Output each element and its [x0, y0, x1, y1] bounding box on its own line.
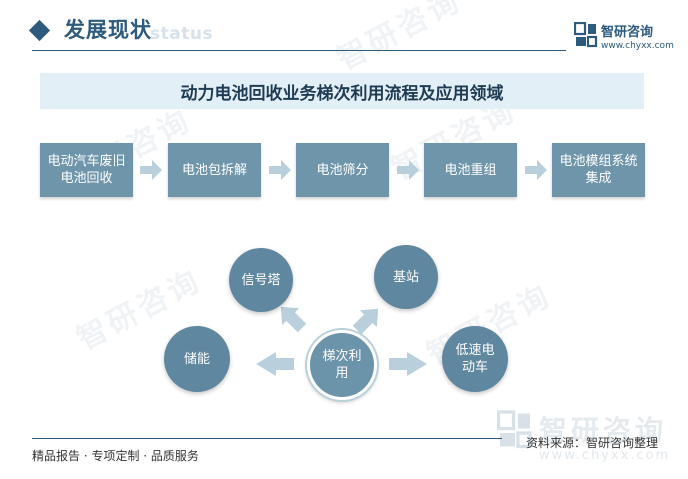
- header-divider: [32, 50, 566, 51]
- brand-url: www.chyxx.com: [601, 41, 674, 51]
- diagram-title: 动力电池回收业务梯次利用流程及应用领域: [180, 83, 504, 104]
- arrow-to-low-speed-ev-icon: [389, 352, 427, 376]
- process-step-integration: 电池模组系统集成: [552, 143, 645, 197]
- application-low-speed-ev: 低速电动车: [442, 326, 508, 392]
- process-step-recycle: 电动汽车废旧电池回收: [40, 143, 133, 197]
- application-energy-storage: 储能: [164, 326, 230, 392]
- footer-slogan: 精品报告 · 专项定制 · 品质服务: [32, 449, 199, 463]
- application-base-station: 基站: [374, 245, 438, 309]
- process-step-reassemble: 电池重组: [424, 143, 517, 197]
- footer-watermark-url: www.chyxx.com: [539, 448, 671, 463]
- application-label: 基站: [392, 269, 419, 285]
- process-step-disassemble: 电池包拆解: [168, 143, 261, 197]
- center-label: 梯次利用: [322, 349, 362, 381]
- flow-arrow-icon: [397, 160, 419, 180]
- process-step-label: 电动汽车废旧电池回收: [47, 154, 126, 186]
- application-label: 信号塔: [241, 272, 281, 288]
- arrow-to-base-station-icon: [352, 308, 379, 335]
- footer-watermark-text: 智研咨询: [539, 414, 668, 447]
- process-step-label: 电池筛分: [316, 162, 369, 178]
- flow-arrow-icon: [269, 160, 291, 180]
- flow-arrow-icon: [140, 160, 162, 180]
- diagram-title-banner: 动力电池回收业务梯次利用流程及应用领域: [40, 73, 644, 109]
- application-label: 储能: [183, 351, 210, 367]
- section-title-en: status: [150, 24, 214, 44]
- process-step-label: 电池重组: [444, 162, 497, 178]
- flow-arrow-icon: [525, 160, 547, 180]
- footer-watermark-logo-icon: [497, 410, 532, 449]
- section-title: 发展现状: [64, 18, 152, 42]
- brand-name: 智研咨询: [601, 25, 654, 40]
- arrow-to-storage-icon: [256, 352, 294, 376]
- footer-source: 资料来源：智研咨询整理: [526, 436, 659, 450]
- center-cascade-utilization: 梯次利用: [307, 330, 377, 400]
- process-step-screen: 电池筛分: [296, 143, 389, 197]
- application-label: 低速电动车: [455, 343, 495, 375]
- process-step-label: 电池包拆解: [181, 162, 247, 178]
- footer-divider: [32, 438, 502, 439]
- application-signal-tower: 信号塔: [229, 248, 293, 312]
- arrow-to-signal-tower-icon: [280, 306, 307, 333]
- brand-logo-icon: [574, 22, 598, 48]
- process-step-label: 电池模组系统集成: [559, 154, 638, 186]
